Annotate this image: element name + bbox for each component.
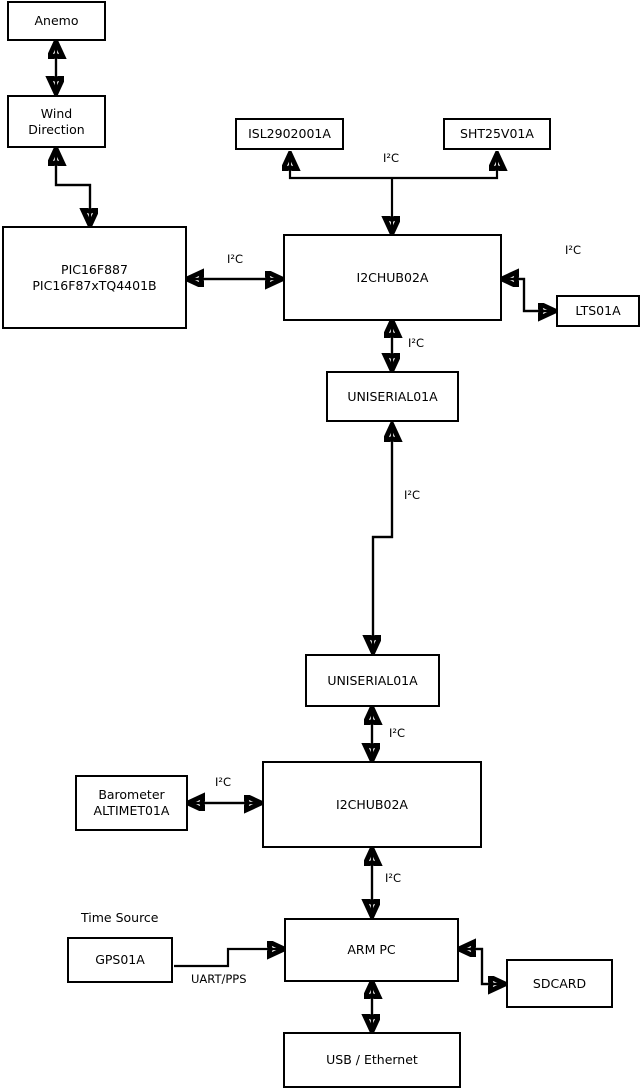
node-uniserial01a-top[interactable]: UNISERIAL01A: [326, 371, 459, 422]
node-wind-direction[interactable]: Wind Direction: [7, 95, 106, 148]
connector-lts-to-hub-in: [503, 279, 554, 313]
connector-uniser-link-down: [373, 426, 394, 651]
edge-label-i2c-hub-uniserial: I²C: [408, 336, 425, 350]
connector-wind-to-pic-down: [54, 150, 90, 224]
node-isl2902001a[interactable]: ISL2902001A: [235, 118, 344, 150]
connector-uniser-link-up: [371, 426, 392, 651]
edge-label-uart-pps: UART/PPS: [191, 972, 247, 986]
node-usb-ethernet[interactable]: USB / Ethernet: [283, 1032, 461, 1088]
node-pic-mcu[interactable]: PIC16F887 PIC16F87xTQ4401B: [2, 226, 187, 329]
node-lts01a[interactable]: LTS01A: [556, 295, 640, 327]
node-gps01a[interactable]: GPS01A: [67, 937, 173, 983]
edge-label-i2c-uniserial-link: I²C: [404, 488, 421, 502]
connector-bus-to-isl: [290, 155, 392, 180]
edge-label-i2c-sensor-bus: I²C: [383, 151, 400, 165]
node-sdcard[interactable]: SDCARD: [506, 959, 613, 1008]
connector-hub-to-lts-out: [503, 277, 554, 311]
connector-gps-armpc: [174, 949, 283, 968]
label-time-source: Time Source: [81, 910, 159, 925]
node-uniserial01a-bottom[interactable]: UNISERIAL01A: [305, 654, 440, 707]
node-i2chub02a-bottom[interactable]: I2CHUB02A: [262, 761, 482, 848]
node-arm-pc[interactable]: ARM PC: [284, 918, 459, 982]
edge-label-i2c-hub2-armpc: I²C: [385, 871, 402, 885]
node-i2chub02a-top[interactable]: I2CHUB02A: [283, 234, 502, 321]
connector-sdcard-armpc-in: [460, 949, 504, 986]
node-barometer-altimet01a[interactable]: Barometer ALTIMET01A: [75, 775, 188, 831]
connector-bus-to-sht: [392, 155, 497, 180]
node-sht25v01a[interactable]: SHT25V01A: [443, 118, 551, 150]
edge-label-i2c-hub-lts: I²C: [565, 243, 582, 257]
edge-label-i2c-uniserial-hub2: I²C: [389, 726, 406, 740]
node-anemo[interactable]: Anemo: [7, 1, 106, 41]
edge-label-i2c-barometer: I²C: [215, 775, 232, 789]
edge-label-i2c-pic-hub: I²C: [227, 252, 244, 266]
connector-wind-to-pic-up: [56, 150, 92, 224]
